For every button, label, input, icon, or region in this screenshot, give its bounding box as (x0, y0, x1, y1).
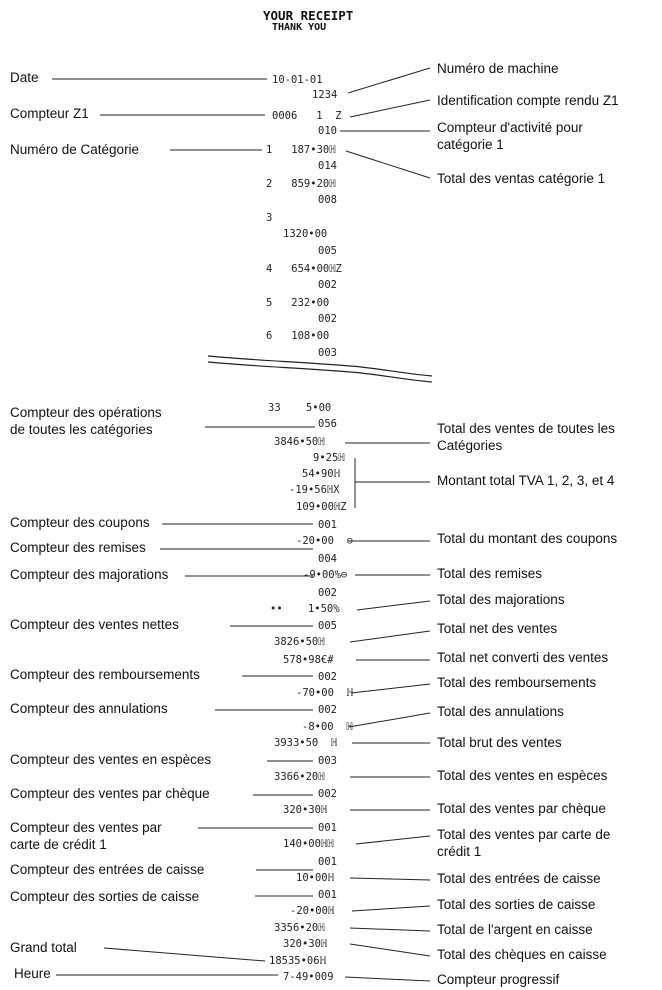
label-identification-z1: Identification compte rendu Z1 (437, 93, 619, 108)
label-total-coupons: Total du montant des coupons (437, 531, 618, 546)
label-total-majorations: Total des majorations (437, 592, 565, 607)
label-montant-tva: Montant total TVA 1, 2, 3, et 4 (437, 473, 615, 488)
receipt-cat2-count: 014 (318, 160, 337, 172)
label-compteur-ventes-especes: Compteur des ventes en espèces (10, 752, 212, 767)
receipt-grand-total: 18535•06ℍ (269, 955, 326, 967)
label-compteur-annulations: Compteur des annulations (10, 701, 168, 716)
receipt-cat4-total: 4 654•00ℍZ (266, 263, 342, 275)
receipt-cat1-total: 1 187•30ℍ (266, 144, 336, 156)
receipt-subtitle: THANK YOU (272, 22, 327, 33)
receipt-majorations-count: 002 (318, 587, 337, 599)
label-carte-credit-1: carte de crédit 1 (10, 837, 107, 852)
label-total-net-ventes: Total net des ventes (437, 621, 558, 636)
receipt-cat3-total: 1320•00 (283, 228, 328, 240)
receipt-brut-total: 3933•50 ℍ (274, 737, 338, 749)
label-compteur-sorties-caisse: Compteur des sorties de caisse (10, 889, 200, 904)
receipt-ventes-nettes-count: 005 (318, 620, 337, 632)
receipt-majorations-total: •• 1•50% (270, 603, 340, 615)
label-total-argent-caisse: Total de l'argent en caisse (437, 922, 593, 937)
label-toutes-categories: de toutes les catégories (10, 422, 153, 437)
label-total-ventas-categorie-1: Total des ventas catégorie 1 (437, 171, 606, 186)
receipt-argent-caisse: 3356•20ℍ (274, 922, 325, 934)
receipt-carte-total: 140•00ℍℍ (283, 838, 334, 850)
receipt-cat5-total: 5 232•00 (266, 297, 330, 309)
label-compteur-remises: Compteur des remises (10, 540, 146, 555)
receipt-cheque-total: 320•30ℍ (283, 804, 328, 816)
label-total-ventes-cheque: Total des ventes par chèque (437, 801, 606, 816)
receipt-tear-wave (207, 355, 433, 383)
receipt-cat6-total: 6 108•00 (266, 330, 330, 342)
label-compteur-coupons: Compteur des coupons (10, 515, 150, 530)
receipt-cat3-index: 3 (266, 212, 273, 224)
label-total-cheques-caisse: Total des chèques en caisse (437, 947, 607, 962)
receipt-tva4: 109•00ℍZ (296, 501, 347, 513)
label-heure: Heure (14, 966, 51, 981)
receipt-especes-total: 3366•20ℍ (274, 771, 325, 783)
label-compteur-z1: Compteur Z1 (10, 106, 89, 121)
receipt-tva3: -19•56ℍX (289, 484, 340, 496)
receipt-cat2-total: 2 859•20ℍ (266, 178, 336, 190)
label-compteur-entrees-caisse: Compteur des entrées de caisse (10, 862, 205, 877)
receipt-entrees-total: 10•00ℍ (296, 872, 334, 884)
receipt-ventes-converti: 578•98€# (283, 654, 334, 666)
label-total-net-converti: Total net converti des ventes (437, 650, 609, 665)
receipt-remises-count: 004 (318, 553, 337, 565)
label-total-sorties-caisse: Total des sorties de caisse (437, 897, 596, 912)
receipt-title: YOUR RECEIPT (263, 8, 354, 23)
receipt-cheques-caisse: 320•30ℍ (283, 938, 328, 950)
receipt-coupons-count: 001 (318, 519, 337, 531)
label-compteur-progressif: Compteur progressif (437, 972, 560, 987)
receipt-cat3-count: 008 (318, 194, 337, 206)
label-compteur-remboursements: Compteur des remboursements (10, 667, 200, 682)
receipt-remboursements-count: 002 (318, 671, 337, 683)
label-compteur-ventes-cheque: Compteur des ventes par chèque (10, 786, 210, 801)
receipt-sorties-count: 001 (318, 889, 337, 901)
receipt-cat1-count: 010 (318, 125, 337, 137)
label-total-ventes-toutes: Total des ventes de toutes les (437, 421, 615, 436)
label-numero-categorie: Numéro de Catégorie (10, 142, 140, 157)
receipt-tva2: 54•90ℍ (302, 468, 340, 480)
label-compteur-activite: Compteur d'activité pour (437, 120, 583, 135)
receipt-cat6-count: 002 (318, 313, 337, 325)
receipt-date: 10-01-01 (272, 74, 323, 86)
receipt-line-003a: 003 (318, 347, 337, 359)
label-total-ventes-especes: Total des ventes en espèces (437, 768, 608, 783)
label-compteur-majorations: Compteur des majorations (10, 567, 169, 582)
label-grand-total: Grand total (10, 940, 77, 955)
receipt-sorties-total: -20•00ℍ (290, 905, 335, 917)
label-compteur-ventes-carte: Compteur des ventes par (10, 820, 162, 835)
receipt-heure: 7-49•009 (283, 971, 334, 983)
label-credit-1: crédit 1 (437, 844, 482, 859)
receipt-remboursements-total: -70•00 ℍ (296, 687, 353, 699)
receipt-all-cat-total: 3846•50ℍ (274, 436, 325, 448)
label-total-ventes-carte: Total des ventes par carte de (437, 827, 611, 842)
receipt-cat33: 33 5•00 (268, 402, 332, 414)
receipt-machine-number: 1234 (312, 89, 338, 101)
label-numero-machine: Numéro de machine (437, 61, 559, 76)
receipt-tva1: 9•25ℍ (313, 452, 345, 464)
label-date: Date (10, 70, 39, 85)
receipt-remises-total: -9•00%⊖ (303, 569, 348, 581)
label-total-annulations: Total des annulations (437, 704, 564, 719)
label-total-remises: Total des remises (437, 566, 543, 581)
label-total-remboursements: Total des remboursements (437, 675, 597, 690)
label-compteur-ventes-nettes: Compteur des ventes nettes (10, 617, 179, 632)
label-compteur-operations: Compteur des opérations (10, 405, 162, 420)
label-total-entrees-caisse: Total des entrées de caisse (437, 871, 601, 886)
receipt-annulations-count: 002 (318, 704, 337, 716)
receipt-carte-count: 001 (318, 822, 337, 834)
label-categorie-1: catégorie 1 (437, 137, 504, 152)
receipt-cat5-count: 002 (318, 279, 337, 291)
receipt-especes-count: 003 (318, 755, 337, 767)
receipt-z1-counter: 0006 1 Z (272, 110, 342, 122)
receipt-all-ops-count: 056 (318, 418, 337, 430)
label-categories: Catégories (437, 438, 503, 453)
receipt-cat4-count: 005 (318, 245, 337, 257)
label-total-brut-ventes: Total brut des ventes (437, 735, 562, 750)
receipt-cheque-count: 002 (318, 788, 337, 800)
receipt-ventes-nettes-total: 3826•50ℍ (274, 636, 325, 648)
receipt-entrees-count: 001 (318, 856, 337, 868)
